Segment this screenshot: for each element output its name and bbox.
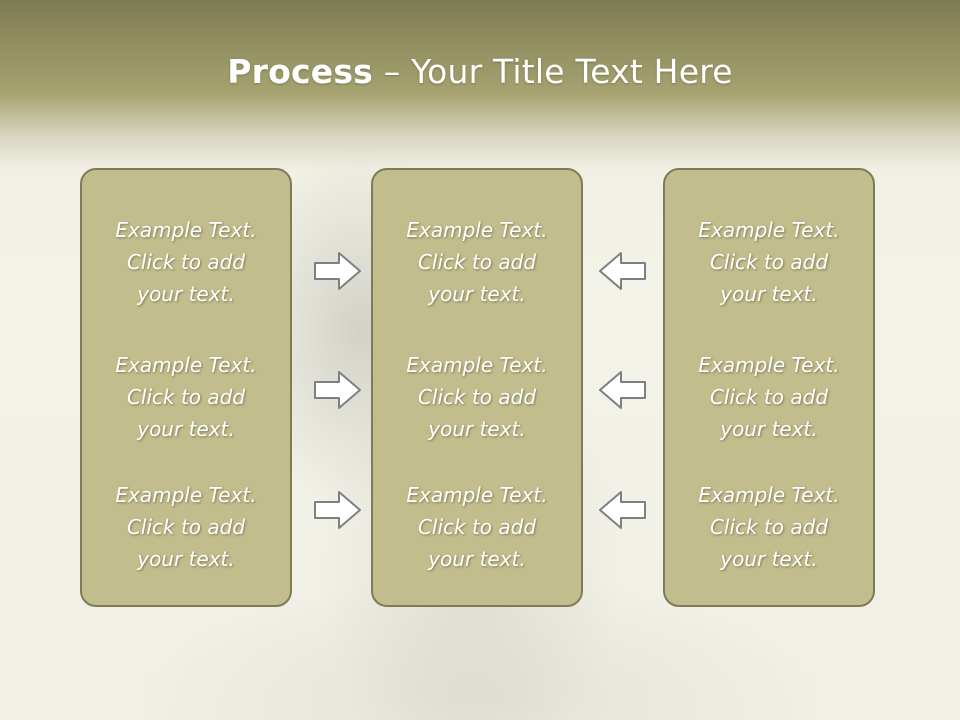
text-line: Example Text. <box>115 218 257 242</box>
text-line: Example Text. <box>115 483 257 507</box>
text-line: your text. <box>720 547 818 571</box>
text-line: your text. <box>720 282 818 306</box>
right-arrow-icon[interactable] <box>312 489 364 531</box>
text-line: your text. <box>720 417 818 441</box>
box-text-item[interactable]: Example Text. Click to add your text. <box>665 214 873 310</box>
box-text-item[interactable]: Example Text. Click to add your text. <box>373 479 581 575</box>
right-arrow-icon[interactable] <box>312 369 364 411</box>
box-text-item[interactable]: Example Text. Click to add your text. <box>665 349 873 445</box>
text-line: Click to add <box>126 385 246 409</box>
text-line: Click to add <box>126 515 246 539</box>
text-line: Click to add <box>417 250 537 274</box>
text-line: Click to add <box>126 250 246 274</box>
left-arrow-icon[interactable] <box>596 369 648 411</box>
process-box-left[interactable]: Example Text. Click to add your text. Ex… <box>80 168 292 607</box>
process-box-right[interactable]: Example Text. Click to add your text. Ex… <box>663 168 875 607</box>
text-line: Example Text. <box>406 353 548 377</box>
text-line: Example Text. <box>406 483 548 507</box>
text-line: your text. <box>137 417 235 441</box>
text-line: Click to add <box>709 515 829 539</box>
box-text-item[interactable]: Example Text. Click to add your text. <box>373 349 581 445</box>
text-line: Example Text. <box>698 218 840 242</box>
text-line: your text. <box>428 547 526 571</box>
text-line: Click to add <box>417 385 537 409</box>
slide-title[interactable]: Process – Your Title Text Here <box>0 52 960 91</box>
box-text-item[interactable]: Example Text. Click to add your text. <box>82 479 290 575</box>
text-line: your text. <box>137 547 235 571</box>
box-text-item[interactable]: Example Text. Click to add your text. <box>373 214 581 310</box>
box-text-item[interactable]: Example Text. Click to add your text. <box>82 214 290 310</box>
right-arrow-icon[interactable] <box>312 250 364 292</box>
text-line: Click to add <box>709 250 829 274</box>
text-line: Example Text. <box>698 483 840 507</box>
title-band <box>0 0 960 170</box>
text-line: your text. <box>428 417 526 441</box>
left-arrow-icon[interactable] <box>596 250 648 292</box>
text-line: your text. <box>428 282 526 306</box>
text-line: Click to add <box>709 385 829 409</box>
text-line: Example Text. <box>406 218 548 242</box>
text-line: Example Text. <box>698 353 840 377</box>
left-arrow-icon[interactable] <box>596 489 648 531</box>
process-box-center[interactable]: Example Text. Click to add your text. Ex… <box>371 168 583 607</box>
text-line: your text. <box>137 282 235 306</box>
box-text-item[interactable]: Example Text. Click to add your text. <box>665 479 873 575</box>
box-text-item[interactable]: Example Text. Click to add your text. <box>82 349 290 445</box>
text-line: Click to add <box>417 515 537 539</box>
title-rest-part: – Your Title Text Here <box>373 52 733 91</box>
title-bold-part: Process <box>227 52 374 91</box>
text-line: Example Text. <box>115 353 257 377</box>
